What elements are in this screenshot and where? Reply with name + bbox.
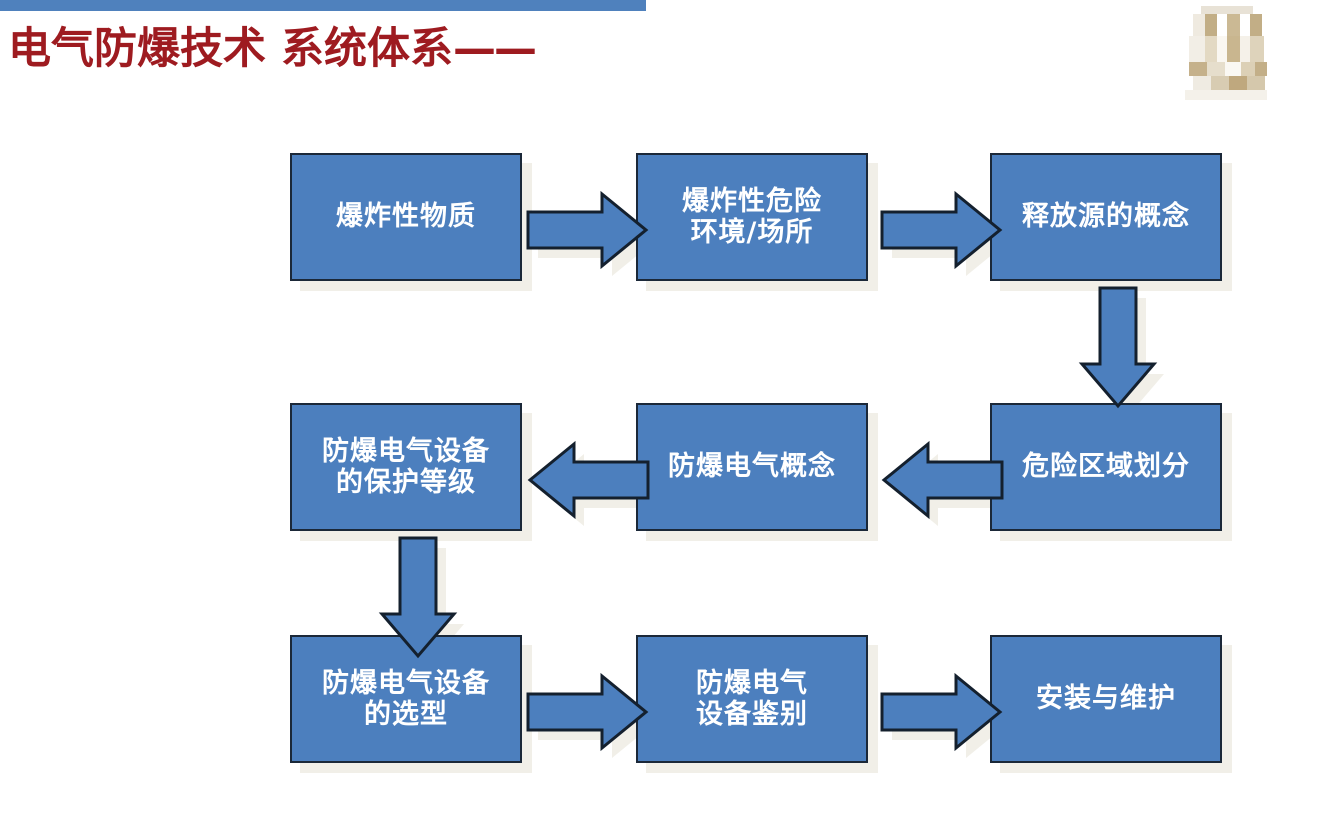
arrow-n3-to-n4 <box>1078 286 1158 409</box>
flow-node-label: 危险区域划分 <box>1022 451 1190 483</box>
page-title-text: 电气防爆技术 系统体系 <box>8 24 453 74</box>
flow-node-equipment-selection[interactable]: 防爆电气设备 的选型 <box>290 635 522 763</box>
arrow-n1-to-n2 <box>526 190 649 270</box>
page-title-dash: —— <box>452 24 537 74</box>
flow-node-label: 防爆电气设备 的保护等级 <box>322 435 490 498</box>
arrow-n8-to-n9 <box>880 672 1003 752</box>
flow-node-explosive-hazardous-environment[interactable]: 爆炸性危险 环境/场所 <box>636 153 868 281</box>
arrow-n4-to-n5 <box>881 440 1004 520</box>
flow-node-label: 爆炸性危险 环境/场所 <box>682 185 822 248</box>
flow-node-protection-level[interactable]: 防爆电气设备 的保护等级 <box>290 403 522 531</box>
flow-node-equipment-identification[interactable]: 防爆电气 设备鉴别 <box>636 635 868 763</box>
arrow-n2-to-n3 <box>880 190 1003 270</box>
flow-node-label: 爆炸性物质 <box>336 201 476 233</box>
page-title: 电气防爆技术 系统体系—— <box>8 24 537 74</box>
flow-node-release-source-concept[interactable]: 释放源的概念 <box>990 153 1222 281</box>
flow-node-explosive-substance[interactable]: 爆炸性物质 <box>290 153 522 281</box>
flow-node-label: 安装与维护 <box>1036 683 1176 715</box>
header-accent-bar <box>0 0 646 11</box>
arrow-n5-to-n6 <box>527 440 650 520</box>
flow-node-hazardous-area-classification[interactable]: 危险区域划分 <box>990 403 1222 531</box>
arrow-n6-to-n7 <box>378 536 458 659</box>
flow-node-label: 防爆电气概念 <box>668 451 836 483</box>
arrow-n7-to-n8 <box>526 672 649 752</box>
flow-node-installation-maintenance[interactable]: 安装与维护 <box>990 635 1222 763</box>
pixelated-institution-logo-icon <box>1183 6 1269 100</box>
flow-node-label: 释放源的概念 <box>1022 201 1190 233</box>
flow-node-explosion-proof-electrical-concept[interactable]: 防爆电气概念 <box>636 403 868 531</box>
flow-node-label: 防爆电气设备 的选型 <box>322 667 490 730</box>
flow-node-label: 防爆电气 设备鉴别 <box>696 667 808 730</box>
